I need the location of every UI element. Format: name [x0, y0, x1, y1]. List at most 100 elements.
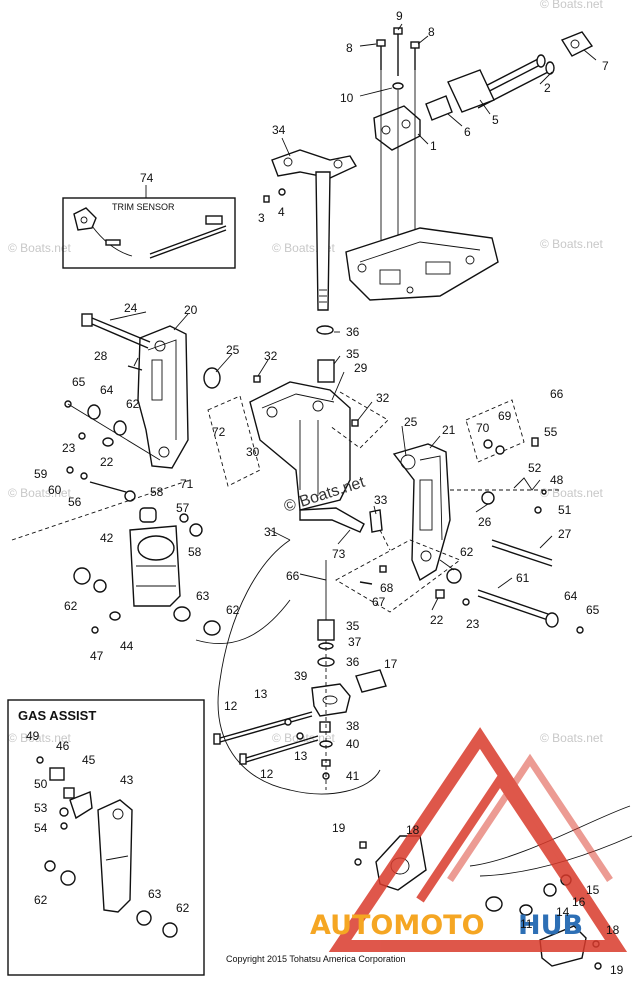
- callout-1: 1: [430, 139, 437, 153]
- callout-21: 21: [442, 423, 456, 437]
- callout-30: 30: [246, 445, 260, 459]
- callout-numbers: 1 2 3 4 5 6 7 8 8 9 10 11 12 12 13 13 14…: [26, 9, 624, 977]
- clamp-bracket-right: [335, 399, 584, 634]
- callout-56: 56: [68, 495, 82, 509]
- logo-triangle: [328, 727, 628, 952]
- callout-43: 43: [120, 773, 134, 787]
- watermark: © Boats.net: [540, 731, 604, 745]
- callout-65: 65: [586, 603, 600, 617]
- callout-24: 24: [124, 301, 138, 315]
- swivel-shaft-assembly: [263, 149, 358, 311]
- callout-69: 69: [498, 409, 512, 423]
- callout-62: 62: [64, 599, 78, 613]
- callout-28: 28: [94, 349, 108, 363]
- callout-64: 64: [100, 383, 114, 397]
- callout-40: 40: [346, 737, 360, 751]
- callout-9: 9: [396, 9, 403, 23]
- watermark: © Boats.net: [540, 0, 604, 11]
- callout-62: 62: [126, 397, 140, 411]
- watermark: © Boats.net: [8, 241, 72, 255]
- watermark: © Boats.net: [540, 237, 604, 251]
- callout-12: 12: [260, 767, 274, 781]
- logo-text-automoto: AUTOMOTO: [310, 910, 485, 941]
- watermark-layer: © Boats.net © Boats.net © Boats.net © Bo…: [8, 0, 604, 745]
- watermark: © Boats.net: [272, 731, 336, 745]
- swivel-bracket: [207, 325, 389, 511]
- callout-16: 16: [572, 895, 586, 909]
- callout-36: 36: [346, 655, 360, 669]
- callout-29: 29: [354, 361, 368, 375]
- copyright-text: Copyright 2015 Tohatsu America Corporati…: [226, 954, 405, 964]
- callout-63: 63: [148, 887, 162, 901]
- trim-sensor-box: TRIM SENSOR: [62, 197, 236, 269]
- trim-line-hose: [217, 539, 381, 795]
- callout-5: 5: [492, 113, 499, 127]
- callout-35: 35: [346, 347, 360, 361]
- callout-19: 19: [610, 963, 624, 977]
- callout-8: 8: [346, 41, 353, 55]
- callout-41: 41: [346, 769, 360, 783]
- callout-65: 65: [72, 375, 86, 389]
- callout-22: 22: [430, 613, 444, 627]
- logo-wordmark: AUTOMOTO HUB: [310, 910, 583, 941]
- callout-8: 8: [428, 25, 435, 39]
- callout-42: 42: [100, 531, 114, 545]
- callout-49: 49: [26, 729, 40, 743]
- logo-text-hub: HUB: [518, 910, 583, 941]
- callout-12: 12: [224, 699, 238, 713]
- trim-sensor-title: TRIM SENSOR: [112, 202, 175, 212]
- callout-57: 57: [176, 501, 190, 515]
- callout-11: 11: [520, 917, 533, 931]
- callout-15: 15: [586, 883, 600, 897]
- callout-23: 23: [466, 617, 480, 631]
- callout-38: 38: [346, 719, 360, 733]
- callout-22: 22: [100, 455, 114, 469]
- callout-6: 6: [464, 125, 471, 139]
- callout-66: 66: [286, 569, 300, 583]
- callout-18: 18: [406, 823, 420, 837]
- watermark: © Boats.net: [8, 731, 72, 745]
- watermark: © Boats.net: [8, 486, 72, 500]
- callout-50: 50: [34, 777, 48, 791]
- callout-58: 58: [188, 545, 202, 559]
- callout-14: 14: [556, 905, 570, 919]
- leader-lines: [109, 23, 597, 611]
- callout-13: 13: [294, 749, 308, 763]
- callout-62: 62: [226, 603, 240, 617]
- watermark: © Boats.net: [540, 486, 604, 500]
- callout-25: 25: [226, 343, 240, 357]
- center-stack: [213, 560, 387, 790]
- callout-51: 51: [558, 503, 572, 517]
- callout-68: 68: [380, 581, 394, 595]
- callout-23: 23: [62, 441, 76, 455]
- callout-61: 61: [516, 571, 530, 585]
- callout-4: 4: [278, 205, 285, 219]
- callout-17: 17: [384, 657, 398, 671]
- callout-2: 2: [544, 81, 551, 95]
- callout-31: 31: [264, 525, 278, 539]
- callout-71: 71: [180, 477, 194, 491]
- callout-34: 34: [272, 123, 286, 137]
- callout-62: 62: [34, 893, 48, 907]
- callout-73: 73: [332, 547, 346, 561]
- callout-54: 54: [34, 821, 48, 835]
- callout-62: 62: [460, 545, 474, 559]
- callout-47: 47: [90, 649, 104, 663]
- callout-25: 25: [404, 415, 418, 429]
- callout-32: 32: [264, 349, 278, 363]
- gas-assist-box: GAS ASSIST: [7, 699, 205, 976]
- callout-13: 13: [254, 687, 268, 701]
- callout-46: 46: [56, 739, 70, 753]
- callout-20: 20: [184, 303, 198, 317]
- callout-63: 63: [196, 589, 210, 603]
- callout-64: 64: [564, 589, 578, 603]
- callout-45: 45: [82, 753, 96, 767]
- callout-19: 19: [332, 821, 346, 835]
- callout-48: 48: [550, 473, 564, 487]
- callout-66: 66: [550, 387, 564, 401]
- callout-52: 52: [528, 461, 542, 475]
- callout-10: 10: [340, 91, 354, 105]
- gas-assist-title: GAS ASSIST: [18, 708, 96, 723]
- trim-motor-left: [11, 466, 221, 636]
